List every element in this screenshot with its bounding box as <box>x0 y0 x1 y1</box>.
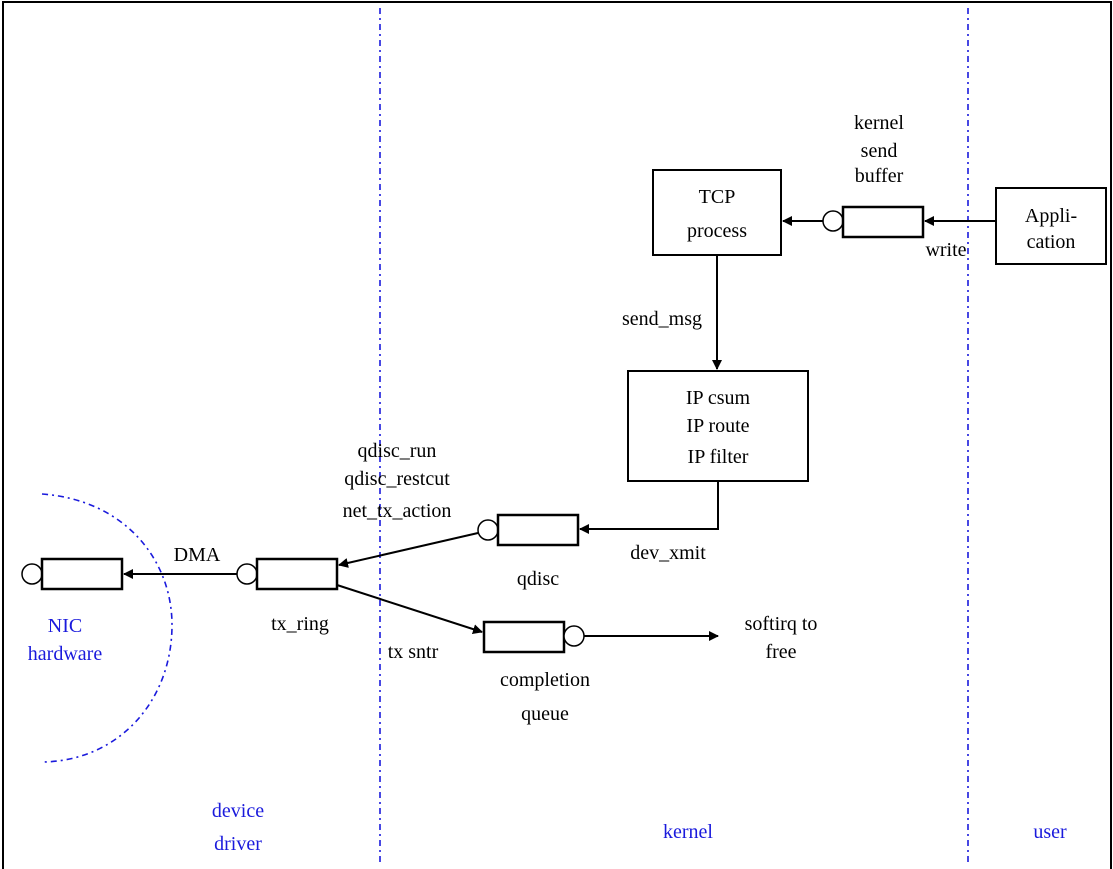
qdisc-to-tx-ring-arrow <box>338 532 479 568</box>
tcp-process-label-line1: TCP <box>699 186 736 208</box>
qdisc-run-label: qdisc_run <box>358 440 437 462</box>
tx-ring-queue-head <box>236 563 258 585</box>
dev-xmit-arrow <box>579 481 719 534</box>
net-tx-action-label: net_tx_action <box>343 500 452 522</box>
send-buffer-label-line1: kernel <box>854 112 904 134</box>
completion-queue <box>482 620 566 654</box>
zone-kernel-label: kernel <box>663 821 713 843</box>
send-buffer-label-line3: buffer <box>855 165 904 187</box>
nic-queue <box>40 557 124 591</box>
send-buffer-queue-head <box>822 210 844 232</box>
application-label-line1: Appli- <box>1025 205 1077 227</box>
nic-label-line1: NIC <box>48 615 82 637</box>
tcp-process-label-line2: process <box>687 220 747 242</box>
application-label-line2: cation <box>1027 231 1076 253</box>
softirq-label-line2: free <box>765 641 796 663</box>
application-box <box>995 187 1107 265</box>
nic-label-line2: hardware <box>28 643 103 665</box>
tcp-process-box <box>652 169 782 256</box>
ip-block-box <box>627 370 809 482</box>
dev-xmit-label: dev_xmit <box>630 542 706 564</box>
zone-device-driver-line2: driver <box>214 833 262 855</box>
completion-queue-label-line2: queue <box>521 703 569 725</box>
write-label: write <box>925 239 966 261</box>
send-buffer-queue <box>841 205 925 239</box>
softirq-label-line1: softirq to <box>745 613 818 635</box>
ip-block-label-line3: IP filter <box>688 446 749 468</box>
nic-queue-head <box>21 563 43 585</box>
qdisc-label: qdisc <box>517 568 559 590</box>
send-buffer-label-line2: send <box>861 140 898 162</box>
qdisc-queue <box>496 513 580 547</box>
tx-sntr-arrow <box>336 584 483 634</box>
qdisc-restcut-label: qdisc_restcut <box>344 468 450 490</box>
tx-ring-label: tx_ring <box>271 613 329 635</box>
dma-label: DMA <box>174 544 221 566</box>
completion-queue-label-line1: completion <box>500 669 590 691</box>
tx-ring-queue <box>255 557 339 591</box>
ip-block-label-line1: IP csum <box>686 387 751 409</box>
zone-user-label: user <box>1033 821 1067 843</box>
tx-sntr-label: tx sntr <box>388 641 439 663</box>
zone-device-driver-line1: device <box>212 800 264 822</box>
send-msg-label: send_msg <box>622 308 702 330</box>
ip-block-label-line2: IP route <box>686 415 749 437</box>
qdisc-queue-head <box>477 519 499 541</box>
completion-queue-head <box>563 625 585 647</box>
